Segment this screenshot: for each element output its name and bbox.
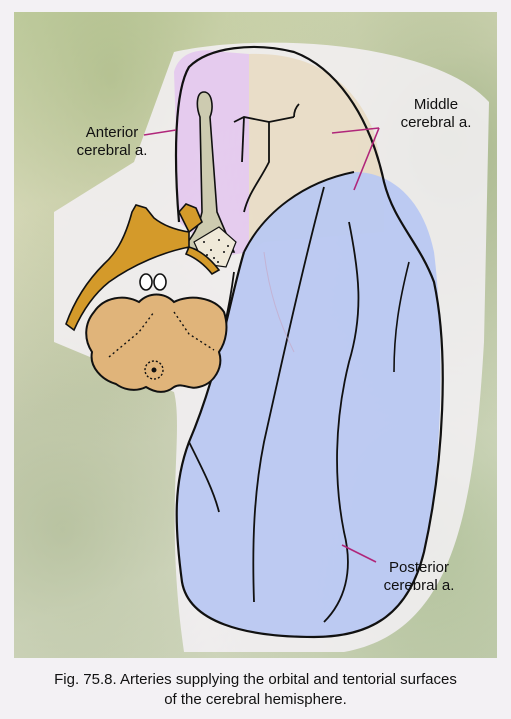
caption-line2: of the cerebral hemisphere. — [0, 690, 511, 710]
caption-line1: Fig. 75.8. Arteries supplying the orbita… — [0, 670, 511, 690]
middle-label-line1: Middle — [386, 96, 486, 114]
midbrain-section — [86, 295, 226, 392]
middle-cerebral-label: Middle cerebral a. — [386, 96, 486, 132]
photo-plate: Anterior cerebral a. Middle cerebral a. … — [14, 12, 497, 658]
anterior-label-line2: cerebral a. — [72, 142, 152, 160]
anterior-cerebral-label: Anterior cerebral a. — [72, 124, 152, 160]
middle-label-line2: cerebral a. — [386, 114, 486, 132]
figure-caption: Fig. 75.8. Arteries supplying the orbita… — [0, 670, 511, 710]
anterior-label-line1: Anterior — [72, 124, 152, 142]
aqueduct — [152, 368, 157, 373]
posterior-cerebral-label: Posterior cerebral a. — [369, 559, 469, 595]
mammillary-body-left — [140, 274, 152, 290]
posterior-label-line2: cerebral a. — [369, 577, 469, 595]
mammillary-body-right — [154, 274, 166, 290]
posterior-label-line1: Posterior — [369, 559, 469, 577]
